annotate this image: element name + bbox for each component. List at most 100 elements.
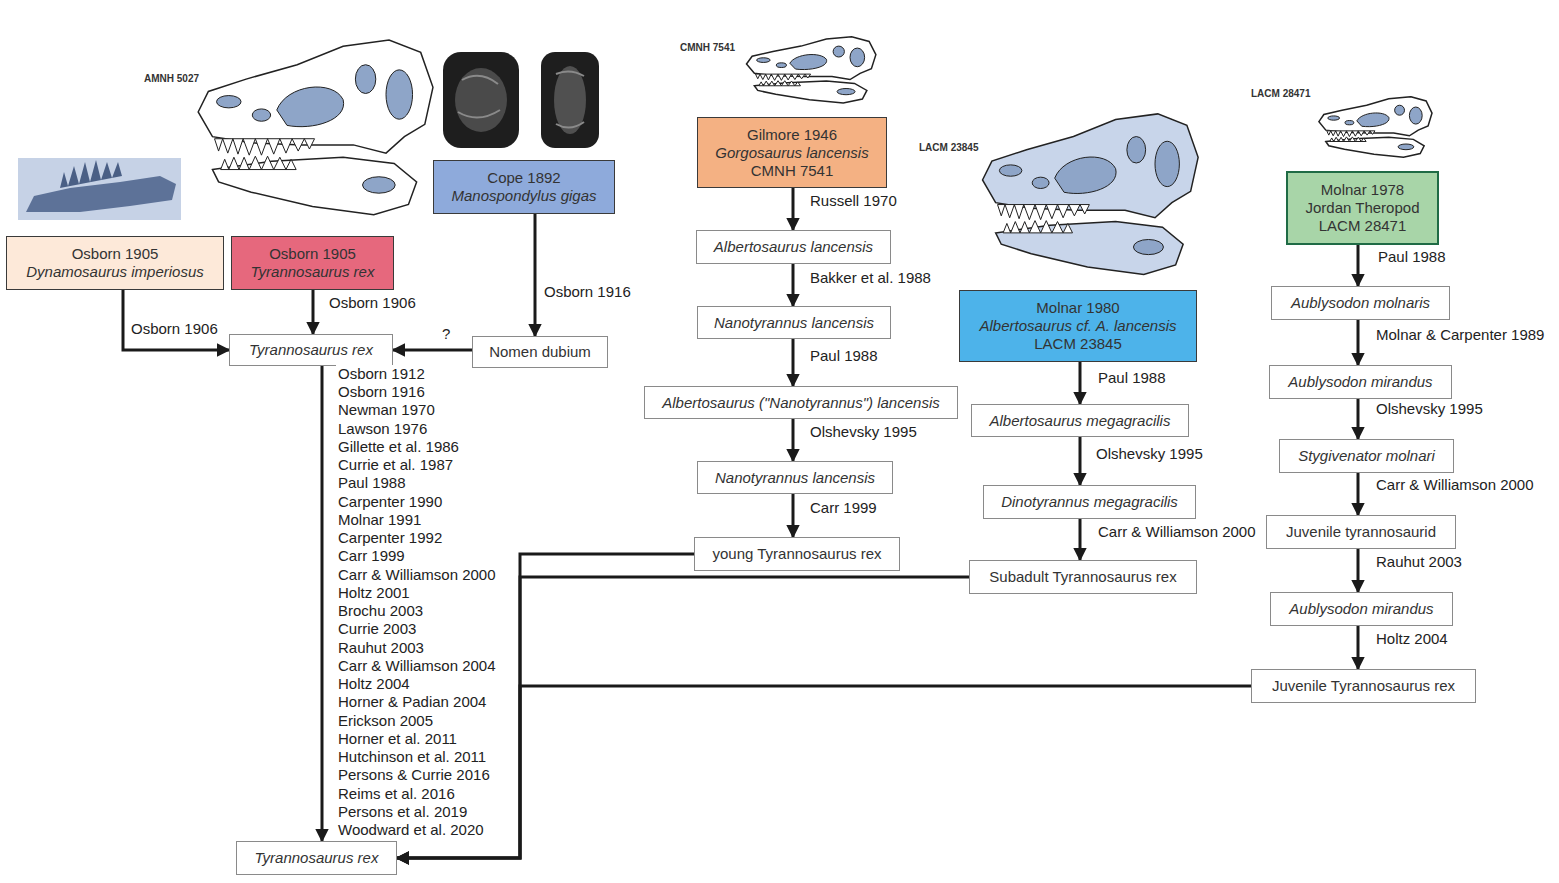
- citation-label: Rauhut 2003: [336, 639, 426, 657]
- arrow-connector: [1357, 245, 1360, 286]
- arrow-connector: [792, 264, 795, 306]
- vertebra-texture: [556, 71, 584, 127]
- skull-illustration: [983, 114, 1199, 275]
- edge-label: Osborn 1906: [327, 294, 418, 312]
- taxon-name: Stygivenator molnari: [1298, 447, 1435, 465]
- citation-label: Holtz 2004: [336, 675, 412, 693]
- taxon-name-box: Albertosaurus ("Nanotyrannus") lancensis: [644, 386, 958, 419]
- arrow-connector: [792, 419, 795, 461]
- citation-label: Gillette et al. 1986: [336, 438, 461, 456]
- specimen-label: CMNH 7541: [680, 42, 735, 54]
- specimen-label: LACM 23845: [919, 142, 978, 154]
- taxon-name-box: Juvenile tyrannosaurid: [1266, 515, 1456, 549]
- citation-label: Carr & Williamson 2004: [336, 657, 498, 675]
- edge-label: Carr & Williamson 2000: [1096, 523, 1258, 541]
- arrow-connector: [123, 290, 229, 350]
- citation-label: Horner & Padian 2004: [336, 693, 488, 711]
- taxon-name: Albertosaurus lancensis: [714, 238, 873, 256]
- arrow-connector: [1357, 549, 1360, 592]
- citation-label: Osborn 1916: [336, 383, 427, 401]
- edge-label: Olshevsky 1995: [808, 423, 919, 441]
- taxon-name-box: Aublysodon mirandus: [1269, 365, 1452, 399]
- mandible-photo: [18, 158, 181, 220]
- original-description-box: Osborn 1905Tyrannosaurus rex: [231, 236, 394, 290]
- citation-label: Osborn 1912: [336, 365, 427, 383]
- box-text: Cope 1892: [487, 169, 560, 187]
- specimen-label: AMNH 5027: [144, 73, 199, 85]
- citation-label: Molnar 1991: [336, 511, 423, 529]
- taxon-name-box: Nanotyrannus lancensis: [697, 461, 893, 494]
- citation-label: Brochu 2003: [336, 602, 425, 620]
- taxon-name: Aublysodon molnaris: [1291, 294, 1430, 312]
- skull-illustration: [1319, 97, 1432, 157]
- taxon-name: Gorgosaurus lancensis: [715, 144, 868, 162]
- edge-label: Osborn 1916: [542, 283, 633, 301]
- taxon-name: Tyrannosaurus rex: [251, 263, 375, 281]
- taxon-name: Tyrannosaurus rex: [255, 849, 379, 867]
- taxon-name-box: Nomen dubium: [472, 336, 608, 368]
- edge-label: Carr 1999: [808, 499, 879, 517]
- box-text: Molnar 1980: [1036, 299, 1119, 317]
- citation-label: Currie 2003: [336, 620, 418, 638]
- taxon-name: Albertosaurus ("Nanotyrannus") lancensis: [662, 394, 939, 412]
- arrow-connector: [321, 366, 324, 841]
- citation-label: Carr & Williamson 2000: [336, 566, 498, 584]
- citation-label: Woodward et al. 2020: [336, 821, 486, 839]
- specimen-label: LACM 28471: [1251, 88, 1310, 100]
- taxon-name: Dinotyrannus megagracilis: [1001, 493, 1178, 511]
- vertebra: [443, 52, 519, 148]
- edge-label: Bakker et al. 1988: [808, 269, 933, 287]
- citation-label: Carpenter 1992: [336, 529, 444, 547]
- edge-label: Olshevsky 1995: [1094, 445, 1205, 463]
- arrow-connector: [393, 349, 472, 352]
- citation-label: Carpenter 1990: [336, 493, 444, 511]
- citation-label: Currie et al. 1987: [336, 456, 455, 474]
- edge-label: ?: [440, 325, 452, 343]
- box-text: Jordan Theropod: [1306, 199, 1420, 217]
- edge-label: Osborn 1906: [129, 320, 220, 338]
- taxon-name-box: Nanotyrannus lancensis: [697, 306, 891, 339]
- taxon-name-box: Aublysodon mirandus: [1270, 592, 1453, 626]
- vertebra-texture: [458, 76, 500, 118]
- citation-label: Horner et al. 2011: [336, 730, 459, 748]
- edge-label: Paul 1988: [1096, 369, 1168, 387]
- edge-label: Carr & Williamson 2000: [1374, 476, 1536, 494]
- citation-label: Lawson 1976: [336, 420, 429, 438]
- taxon-name-box: Dinotyrannus megagracilis: [983, 485, 1196, 519]
- arrow-connector: [1079, 437, 1082, 485]
- arrow-connector: [1357, 320, 1360, 365]
- arrow-connector: [1079, 519, 1082, 560]
- jaw-teeth: [60, 160, 122, 188]
- arrow-connector: [1079, 362, 1082, 404]
- edge-label: Olshevsky 1995: [1374, 400, 1485, 418]
- taxon-name: Manospondylus gigas: [451, 187, 596, 205]
- vertebra-face: [455, 68, 507, 132]
- edge-label: Rauhut 2003: [1374, 553, 1464, 571]
- original-description-box: Molnar 1980Albertosaurus cf. A. lancensi…: [959, 290, 1197, 362]
- citation-label: Reims et al. 2016: [336, 785, 457, 803]
- photo-ground: [18, 158, 181, 220]
- box-text: LACM 28471: [1319, 217, 1407, 235]
- taxon-name: Nanotyrannus lancensis: [715, 469, 875, 487]
- arrow-connector: [792, 494, 795, 537]
- box-text: Subadult Tyrannosaurus rex: [989, 568, 1176, 586]
- taxon-name-box: Stygivenator molnari: [1279, 439, 1454, 473]
- taxon-name: Albertosaurus megagracilis: [990, 412, 1171, 430]
- box-text: CMNH 7541: [751, 162, 834, 180]
- taxon-name: Aublysodon mirandus: [1289, 600, 1433, 618]
- box-text: Molnar 1978: [1321, 181, 1404, 199]
- arrow-connector: [534, 214, 537, 336]
- box-text: Nomen dubium: [489, 343, 591, 361]
- arrow-connector: [312, 290, 315, 334]
- citation-label: Newman 1970: [336, 401, 437, 419]
- citation-label: Persons et al. 2019: [336, 803, 469, 821]
- skull-illustration: [198, 40, 433, 215]
- taxon-name-box: Juvenile Tyrannosaurus rex: [1251, 669, 1476, 703]
- box-text: Osborn 1905: [269, 245, 356, 263]
- arrow-connector: [397, 686, 1251, 858]
- box-text: Juvenile tyrannosaurid: [1286, 523, 1436, 541]
- citation-label: Erickson 2005: [336, 712, 435, 730]
